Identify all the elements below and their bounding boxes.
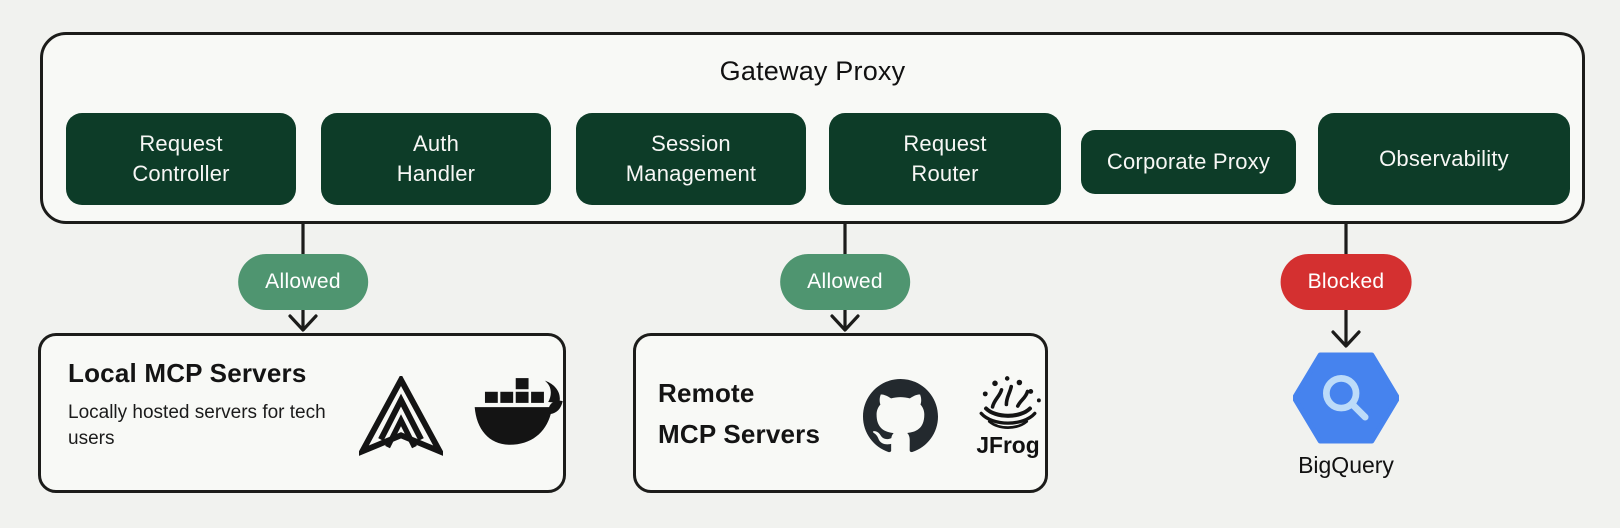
module-label-line: Router xyxy=(911,161,979,186)
module-label-line: Corporate Proxy xyxy=(1106,149,1271,174)
local-mcp-servers-description: Locally hosted servers for tech users xyxy=(68,402,326,449)
bigquery-node: BigQuery xyxy=(1291,352,1401,478)
module-pill-observability: Observability xyxy=(1318,113,1570,205)
gateway-proxy-title: Gateway Proxy xyxy=(719,56,906,86)
module-label-line: Session xyxy=(651,131,731,156)
docker-icon xyxy=(473,378,567,450)
module-pill-request-router: Request Router xyxy=(829,113,1061,205)
module-label-line: Controller xyxy=(132,161,230,186)
gateway-proxy-container: Gateway Proxy Request Controller Auth Ha… xyxy=(40,32,1585,224)
jfrog-wordmark: JFrog xyxy=(976,432,1039,458)
status-badge-allowed: Allowed xyxy=(780,254,910,310)
module-pill-auth-handler: Auth Handler xyxy=(321,113,551,205)
module-pill-request-controller: Request Controller xyxy=(66,113,296,205)
status-badge-allowed: Allowed xyxy=(238,254,368,310)
github-icon xyxy=(863,379,938,454)
bigquery-icon xyxy=(1291,352,1401,449)
remote-mcp-servers-title: Remote MCP Servers xyxy=(658,373,820,455)
module-label-line: Handler xyxy=(396,161,476,186)
module-pill-session-management: Session Management xyxy=(576,113,806,205)
bigquery-label: BigQuery xyxy=(1298,452,1394,478)
remote-title-line: Remote xyxy=(658,378,755,408)
module-label-line: Management xyxy=(625,161,757,186)
module-pill-corporate-proxy: Corporate Proxy xyxy=(1081,130,1296,194)
jfrog-icon: JFrog xyxy=(969,371,1047,459)
antigravity-icon xyxy=(359,376,443,456)
module-label-line: Request xyxy=(903,131,987,156)
local-mcp-servers-title: Local MCP Servers xyxy=(68,358,307,388)
local-mcp-servers-box: Local MCP Servers Locally hosted servers… xyxy=(38,333,566,493)
module-label-line: Observability xyxy=(1379,146,1509,171)
module-label-line: Request xyxy=(139,131,223,156)
remote-mcp-servers-box: Remote MCP Servers xyxy=(633,333,1048,493)
remote-title-line: MCP Servers xyxy=(658,419,821,449)
module-label-line: Auth xyxy=(412,131,460,156)
status-badge-blocked: Blocked xyxy=(1280,254,1412,310)
